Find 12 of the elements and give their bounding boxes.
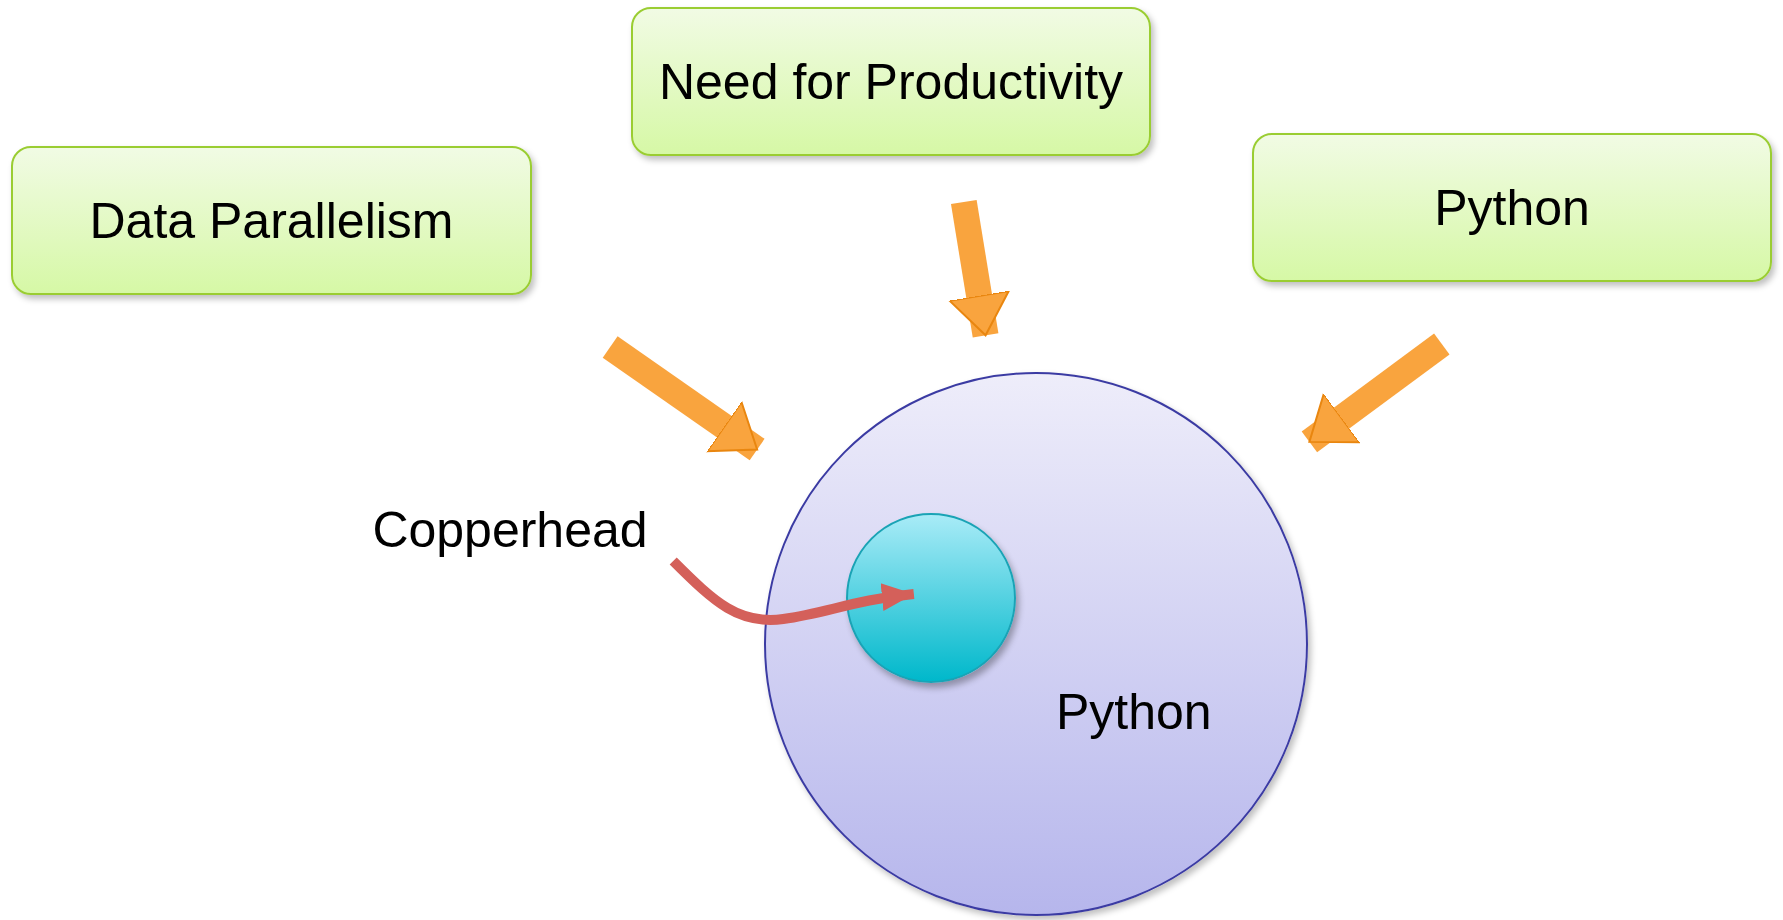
block-arrow (1301, 333, 1450, 453)
node-label: Python (1056, 684, 1212, 740)
node-label: Python (1434, 179, 1590, 236)
block-arrow (602, 336, 765, 461)
concept-box (11, 146, 532, 295)
block-arrow (948, 199, 1010, 338)
node-label: Need for Productivity (658, 53, 1124, 110)
curved-arrow (669, 557, 915, 625)
concept-box (1252, 133, 1772, 282)
annotation-label: Copperhead (372, 502, 648, 558)
node-label: Data Parallelism (89, 192, 454, 249)
concept-box (631, 7, 1151, 156)
